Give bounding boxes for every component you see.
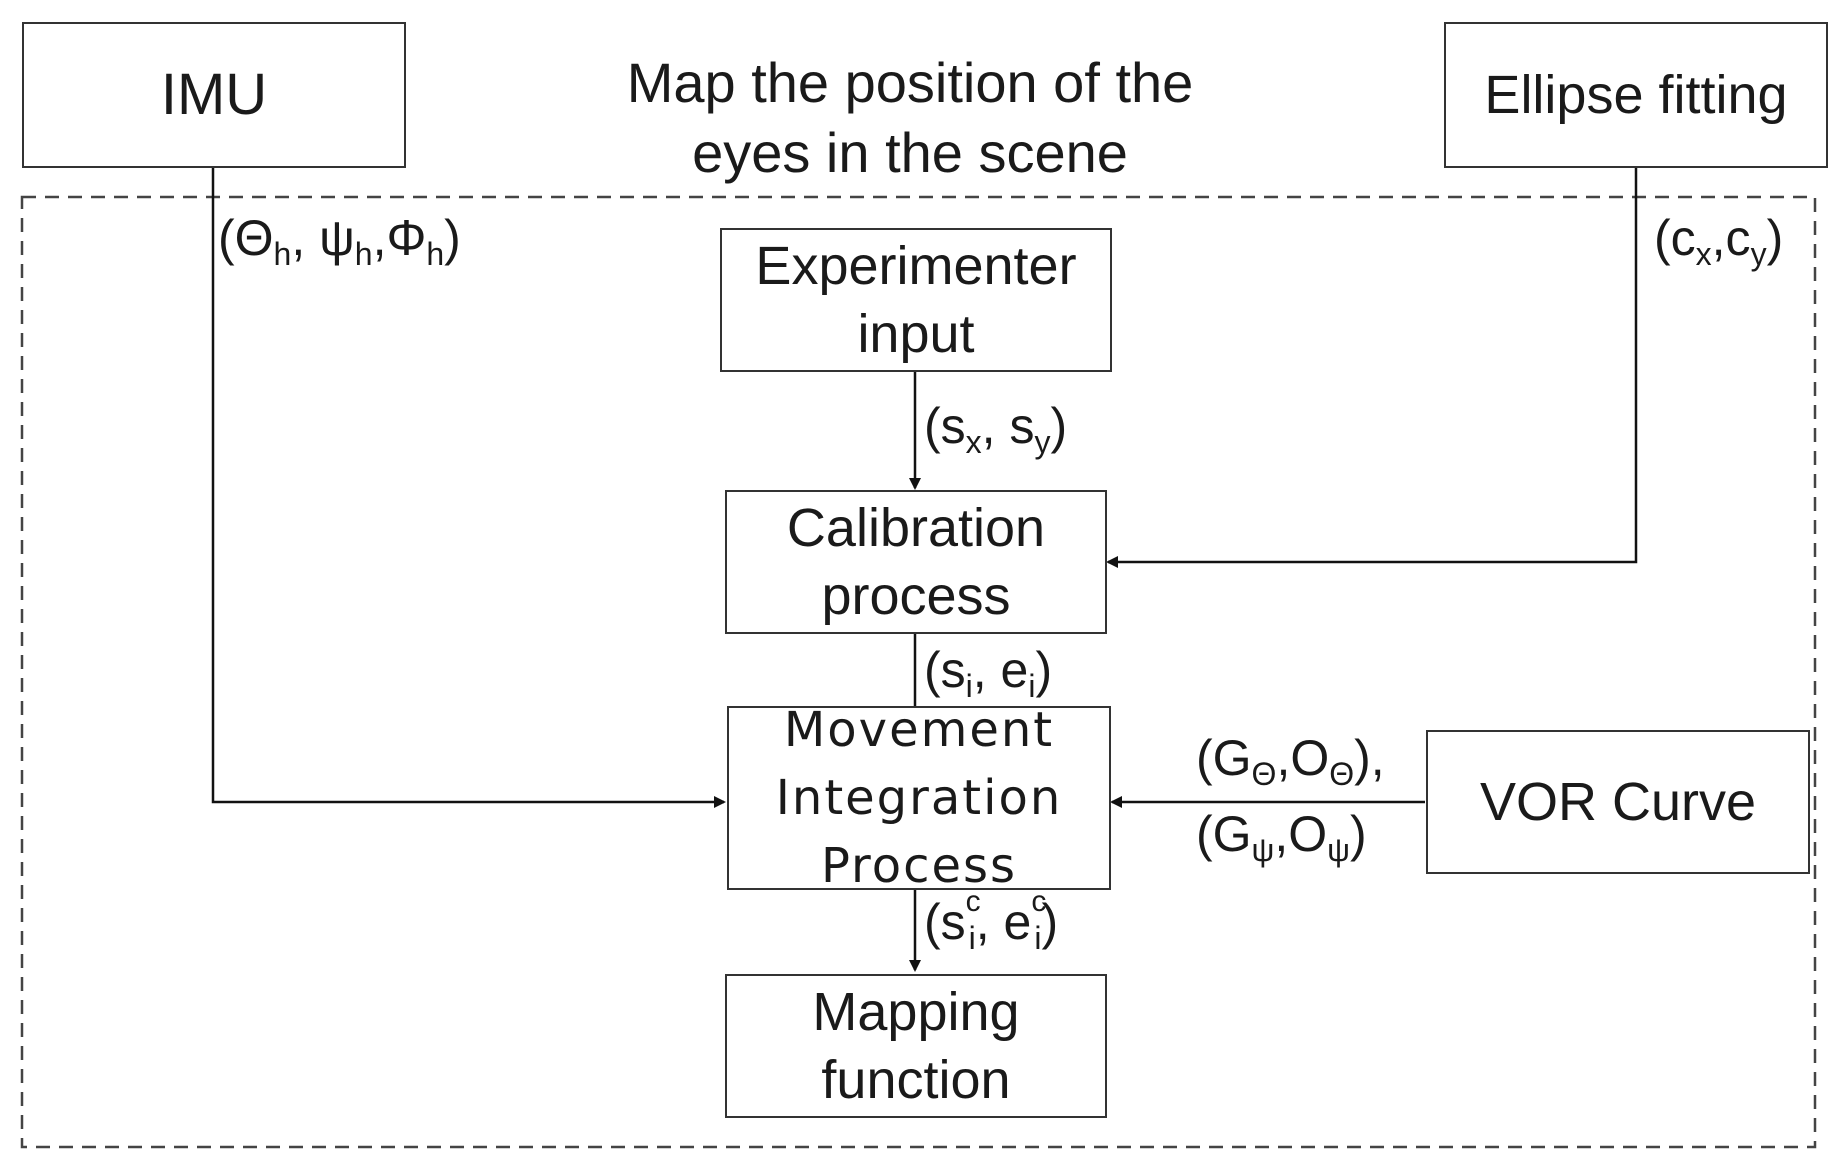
- movement-integration-label: Movement Integration Process: [775, 702, 1063, 894]
- calibration-process-label: Calibration process: [786, 498, 1046, 626]
- experimenter-input-label: Experimenter input: [755, 236, 1077, 364]
- imu-to-movement-arrow: [211, 168, 726, 808]
- calibration-output-label: (si, ei): [924, 642, 1053, 704]
- vor-curve-label: VOR Curve: [1479, 772, 1757, 832]
- mapping-function-label: Mapping function: [812, 982, 1020, 1110]
- imu-output-label: (Θh, ψh,Φh): [218, 210, 461, 272]
- dashed-region: [20, 195, 1817, 1149]
- mapping-function-box: Mapping function: [725, 974, 1107, 1118]
- vor-output-label-1: (GΘ,OΘ),: [1196, 730, 1385, 792]
- ellipse-fitting-box: Ellipse fitting: [1444, 22, 1828, 168]
- ellipse-to-calibration-arrow: [1106, 168, 1638, 568]
- movement-integration-box: Movement Integration Process: [727, 702, 1111, 894]
- ellipse-fitting-label: Ellipse fitting: [1484, 65, 1788, 125]
- ellipse-output-label: (cx,cy): [1654, 210, 1784, 272]
- vor-curve-box: VOR Curve: [1426, 730, 1810, 874]
- diagram-title: Map the position of the eyes in the scen…: [626, 51, 1194, 184]
- experimenter-input-box: Experimenter input: [720, 228, 1112, 372]
- imu-label: IMU: [160, 62, 268, 127]
- imu-box: IMU: [22, 22, 406, 168]
- calibration-process-box: Calibration process: [725, 490, 1107, 634]
- vor-output-label-2: (Gψ,Oψ): [1196, 806, 1367, 868]
- movement-output-label: (sci, eci): [924, 885, 1059, 956]
- experimenter-output-label: (sx, sy): [924, 398, 1068, 460]
